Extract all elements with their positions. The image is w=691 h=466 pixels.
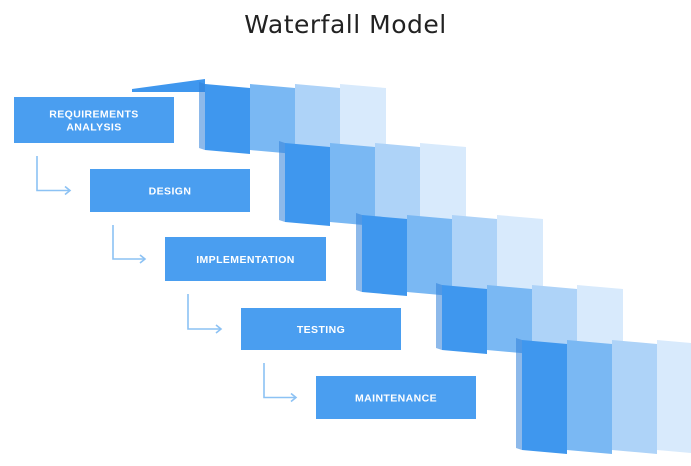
step-column xyxy=(375,143,420,226)
step-column xyxy=(295,84,340,154)
arrow-line xyxy=(36,156,70,192)
flow-arrow xyxy=(263,363,298,403)
step-riser xyxy=(279,141,285,222)
step-riser xyxy=(516,338,522,450)
phase-box-bg xyxy=(165,237,326,281)
phase-label: IMPLEMENTATION xyxy=(196,254,295,266)
phase-label: MAINTENANCE xyxy=(355,393,437,405)
arrow-head xyxy=(139,254,147,264)
step-column xyxy=(657,340,691,453)
phase-box-bg xyxy=(90,169,250,212)
waterfall-step xyxy=(279,141,466,226)
step-column xyxy=(532,285,577,354)
waterfall-steps xyxy=(132,79,691,454)
arrow-line xyxy=(263,363,296,399)
step-column xyxy=(330,143,375,226)
step-column xyxy=(285,143,330,226)
arrow-head xyxy=(64,185,72,196)
phase-label: ANALYSIS xyxy=(66,122,121,134)
phase-box: TESTING xyxy=(241,308,401,350)
flow-arrows xyxy=(36,156,298,403)
phase-label: REQUIREMENTS xyxy=(49,109,138,121)
step-column xyxy=(420,143,466,226)
flow-arrow xyxy=(36,156,72,196)
arrow-head xyxy=(290,392,298,403)
waterfall-step xyxy=(356,213,543,296)
arrow-line xyxy=(187,294,221,330)
phase-box-bg xyxy=(14,97,174,143)
step-column xyxy=(497,215,543,296)
step-column xyxy=(340,84,386,154)
step-riser xyxy=(199,82,205,150)
step-column xyxy=(407,215,452,296)
step-column xyxy=(522,340,567,454)
flow-arrow xyxy=(112,225,147,264)
flow-arrow xyxy=(187,294,223,334)
phase-label: DESIGN xyxy=(149,186,192,198)
phase-label: TESTING xyxy=(297,324,345,336)
step-riser xyxy=(356,213,362,292)
step-column xyxy=(577,285,623,354)
step-riser xyxy=(436,283,442,350)
waterfall-step xyxy=(516,338,691,454)
phase-box-bg xyxy=(316,376,476,419)
phase-box: DESIGN xyxy=(90,169,250,212)
phase-box: MAINTENANCE xyxy=(316,376,476,419)
phase-box-bg xyxy=(241,308,401,350)
step-column xyxy=(442,285,487,354)
arrow-line xyxy=(112,225,145,260)
step-column xyxy=(362,215,407,296)
phase-box: IMPLEMENTATION xyxy=(165,237,326,281)
arrow-head xyxy=(215,324,223,334)
waterfall-step xyxy=(199,82,386,154)
step-column xyxy=(612,340,657,454)
step-column xyxy=(250,84,295,154)
step-column xyxy=(452,215,497,296)
step-column xyxy=(487,285,532,354)
step-column xyxy=(205,84,250,154)
waterfall-step xyxy=(436,283,623,354)
diagram-title: Waterfall Model xyxy=(244,10,447,39)
top-ribbon xyxy=(132,79,205,92)
step-column xyxy=(567,340,612,454)
